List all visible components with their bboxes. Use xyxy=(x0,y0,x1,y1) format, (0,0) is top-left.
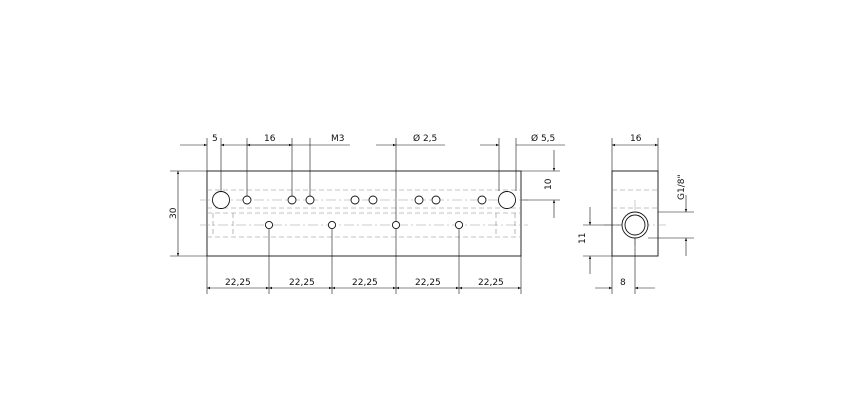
thread-hole xyxy=(414,195,424,205)
thread-hole xyxy=(477,195,487,205)
outlet-hole xyxy=(327,220,337,230)
dim-height: 30 xyxy=(169,207,179,219)
dim-port-thread: G1/8" xyxy=(677,174,687,200)
side-view: 16 G1/8" 11 8 xyxy=(578,134,694,294)
dim-edge-offset: 5 xyxy=(212,134,218,144)
dim-pitch-1: 22,25 xyxy=(225,278,251,288)
dim-pitch-3: 22,25 xyxy=(352,278,378,288)
outlet-hole xyxy=(264,220,274,230)
thread-hole xyxy=(431,195,441,205)
thread-hole xyxy=(242,195,252,205)
thread-hole xyxy=(287,195,297,205)
front-view: 5 16 M3 Ø 2,5 Ø 5,5 30 10 22,25 xyxy=(169,133,565,294)
port-inner xyxy=(624,214,646,236)
dim-pitch-2: 22,25 xyxy=(289,278,315,288)
block-outline xyxy=(206,170,522,257)
dim-pitch-5: 22,25 xyxy=(478,278,504,288)
large-hole xyxy=(498,191,516,209)
outlet-hole xyxy=(454,220,464,230)
dim-large-hole: Ø 5,5 xyxy=(531,133,555,144)
dim-hole-offset: 10 xyxy=(544,178,554,190)
thread-hole xyxy=(350,195,360,205)
dim-port-offset: 8 xyxy=(620,278,626,288)
dim-small-hole: Ø 2,5 xyxy=(413,133,437,144)
dim-port-height: 11 xyxy=(578,233,588,244)
outlet-hole xyxy=(391,220,401,230)
large-hole xyxy=(212,191,230,209)
dim-pitch-4: 22,25 xyxy=(415,278,441,288)
dim-thread: M3 xyxy=(331,134,345,144)
thread-hole xyxy=(305,195,315,205)
thread-hole xyxy=(368,195,378,205)
dim-pitch: 16 xyxy=(264,134,276,144)
dim-side-width: 16 xyxy=(630,134,642,144)
